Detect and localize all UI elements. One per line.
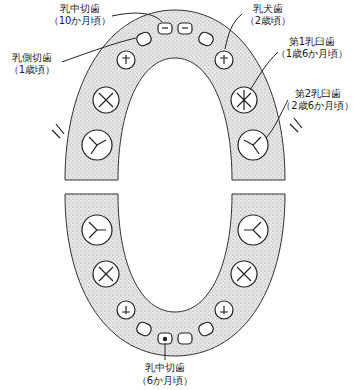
tooth-label: （2歳6か月頃） [281, 100, 354, 112]
emphasis-mark [290, 118, 302, 132]
leader-lines [62, 13, 288, 360]
tooth-label: 乳中切歯 [145, 362, 185, 374]
tooth-label: （10か月頃） [49, 15, 112, 27]
tooth-label: 第2乳臼歯 [295, 88, 341, 100]
tooth-label: （1歳6か月頃） [276, 48, 349, 60]
upper-arch [52, 10, 302, 180]
tooth-label: （2歳頃） [245, 15, 291, 27]
tooth-label: 第1乳臼歯 [289, 36, 335, 48]
tooth-label: （1歳頃） [9, 64, 55, 76]
emphasis-mark [52, 124, 64, 138]
tooth-label: （6か月頃） [137, 375, 193, 387]
tooth-label: 乳犬歯 [253, 3, 283, 15]
tooth-label: 乳側切歯 [12, 52, 52, 64]
lower-arch [65, 194, 285, 356]
tooth-label: 乳中切歯 [60, 3, 100, 15]
